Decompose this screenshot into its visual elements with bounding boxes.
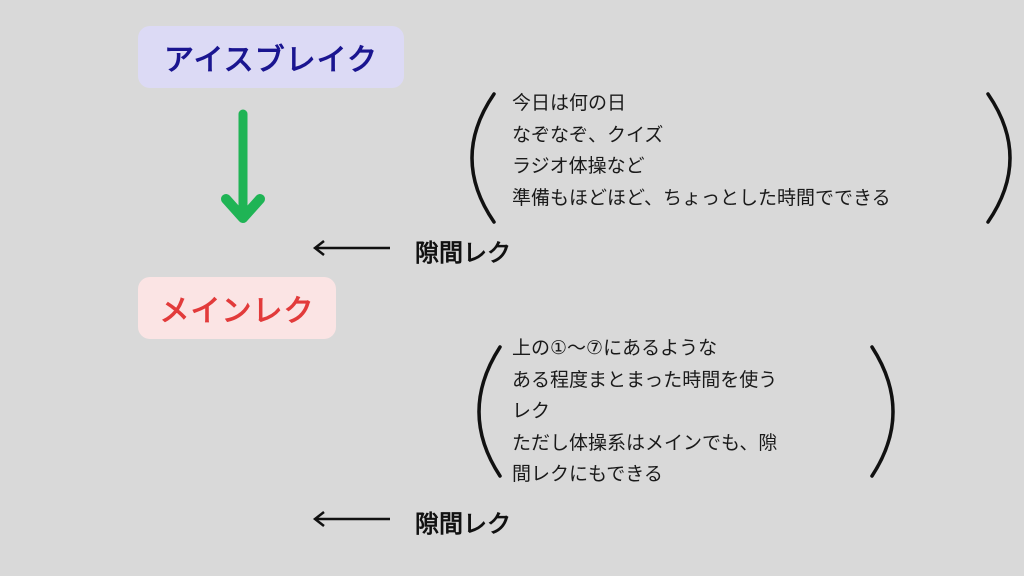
note-line: 今日は何の日 [512, 92, 627, 114]
note-line: なぞなぞ、クイズ [512, 123, 664, 146]
left-arrow-icon [312, 240, 390, 256]
left-arrow-icon [312, 511, 390, 527]
left-parenthesis [477, 345, 502, 478]
note-line: ただし体操系はメインでも、隙 [512, 431, 778, 454]
gap-note-1: 今日は何の日 なぞなぞ、クイズ ラジオ体操など 準備もほどほど、ちょっとした時間… [512, 88, 891, 214]
note-line: 準備もほどほど、ちょっとした時間でできる [512, 186, 891, 209]
right-parenthesis [870, 345, 895, 478]
note-line: レク [512, 400, 551, 422]
left-parenthesis [470, 92, 496, 224]
gap-rec-label: 隙間レク [415, 239, 511, 267]
gap-note-2: 上の①〜⑦にあるような ある程度まとまった時間を使う レク ただし体操系はメイン… [512, 333, 777, 491]
icebreak-label: アイスブレイク [164, 43, 378, 78]
main-rec-box: メインレク [138, 277, 336, 339]
note-line: ラジオ体操など [512, 155, 645, 177]
note-line: ある程度まとまった時間を使う [512, 368, 778, 391]
note-line: 上の①〜⑦にあるような [512, 337, 718, 359]
down-arrow-icon [221, 109, 265, 223]
right-parenthesis [986, 92, 1012, 224]
gap-rec-label: 隙間レク [415, 510, 511, 538]
icebreak-box: アイスブレイク [138, 26, 404, 88]
main-rec-label: メインレク [159, 294, 315, 329]
note-line: 間レクにもできる [512, 463, 663, 485]
